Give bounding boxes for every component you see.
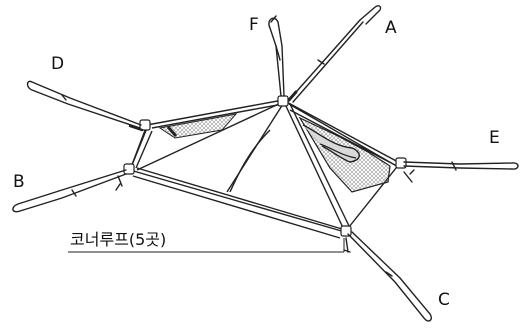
tent-edge-back [151,103,284,129]
corner-loop-callout: 코너루프(5곳) [70,230,167,249]
corner-loop-e [395,157,407,169]
corner-loop-b [123,163,135,175]
label-a: A [385,18,397,38]
mesh-window-left [158,113,238,139]
rolled-flap [302,124,360,163]
guyline-b [12,169,127,213]
guyline-f [268,15,285,97]
mesh-window-right [298,116,391,193]
guyline-a [287,5,382,103]
corner-loop-c [340,225,352,237]
pole-ridge-left [136,101,284,171]
label-e: E [489,128,500,148]
guy-lines [12,5,519,322]
guyline-e [403,161,519,183]
tent-edge-left [129,127,153,171]
guyline-c [343,231,433,322]
tent-edge-right [288,103,401,169]
callout-leader [68,238,345,253]
door-line [229,129,271,193]
tent-edge-bottom [132,167,343,239]
pole-ridge-right [284,103,351,233]
label-f: F [249,15,259,35]
corner-loop-f [277,95,289,107]
label-d: D [51,54,65,74]
guyline-d [26,80,144,132]
label-c: C [438,290,450,310]
label-b: B [13,172,25,192]
